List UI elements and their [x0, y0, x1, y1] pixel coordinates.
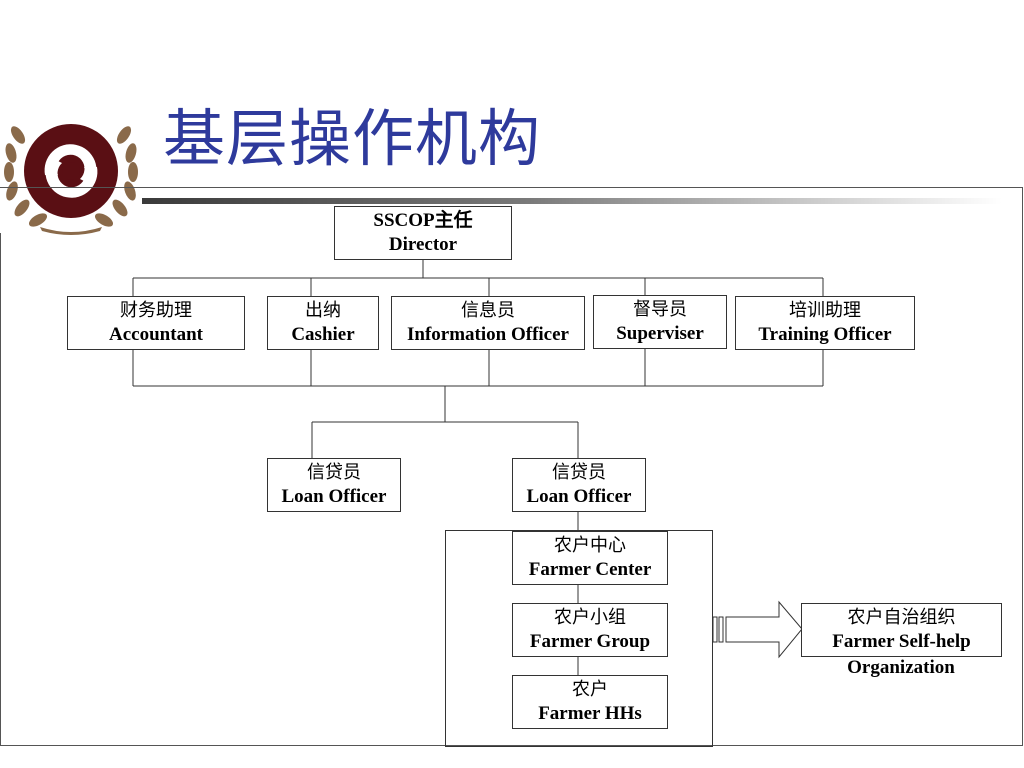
director-label-zh: SSCOP主任: [373, 210, 473, 231]
information-officer-box: 信息员 Information Officer: [391, 296, 585, 350]
farmer-center-label-en: Farmer Center: [528, 559, 652, 580]
farmer-hhs-label-zh: 农户: [572, 679, 608, 700]
loan-officer-box: 信贷员 Loan Officer: [512, 458, 646, 512]
self-help-label-en-line1: Farmer Self-help: [832, 631, 971, 652]
accountant-label-en: Accountant: [109, 324, 203, 345]
accountant-label-zh: 财务助理: [120, 300, 192, 321]
title-underline: [142, 198, 1002, 204]
superviser-label-zh: 督导员: [633, 299, 687, 320]
farmer-group-container: [445, 530, 713, 747]
self-help-organization-box: 农户自治组织 Farmer Self-help: [801, 603, 1002, 657]
self-help-label-en-line2: Organization: [847, 657, 955, 678]
organization-logo: [0, 105, 142, 235]
superviser-label-en: Superviser: [616, 323, 704, 344]
chart-frame-left-edge: [0, 233, 1, 746]
training-officer-label-en: Training Officer: [758, 324, 892, 345]
superviser-box: 督导员 Superviser: [593, 295, 727, 349]
farmer-group-label-en: Farmer Group: [529, 631, 651, 652]
cashier-label-en: Cashier: [291, 324, 355, 345]
director-label-en: Director: [388, 234, 458, 255]
training-officer-box: 培训助理 Training Officer: [735, 296, 915, 350]
information-officer-label-zh: 信息员: [461, 300, 515, 321]
cashier-label-zh: 出纳: [305, 300, 341, 321]
chart-frame: [0, 187, 1023, 746]
self-help-label-zh: 农户自治组织: [847, 607, 956, 628]
accountant-box: 财务助理 Accountant: [67, 296, 245, 350]
loan-officer-label-en: Loan Officer: [526, 486, 632, 507]
director-box: SSCOP主任 Director: [334, 206, 512, 260]
page-title: 基层操作机构: [163, 102, 542, 175]
cashier-box: 出纳 Cashier: [267, 296, 379, 350]
farmer-center-box: 农户中心 Farmer Center: [512, 531, 668, 585]
loan-officer-box: 信贷员 Loan Officer: [267, 458, 401, 512]
farmer-hhs-label-en: Farmer HHs: [538, 703, 642, 724]
laurel-wreath-icon: [4, 126, 138, 235]
farmer-group-box: 农户小组 Farmer Group: [512, 603, 668, 657]
information-officer-label-en: Information Officer: [407, 324, 569, 345]
farmer-hhs-box: 农户 Farmer HHs: [512, 675, 668, 729]
emblem-icon: [4, 124, 138, 235]
right-arrow-icon: [712, 600, 803, 659]
loan-officer-label-zh: 信贷员: [552, 462, 606, 483]
farmer-center-label-zh: 农户中心: [554, 535, 626, 556]
loan-officer-label-en: Loan Officer: [281, 486, 387, 507]
farmer-group-label-zh: 农户小组: [554, 607, 626, 628]
loan-officer-label-zh: 信贷员: [307, 462, 361, 483]
training-officer-label-zh: 培训助理: [789, 300, 861, 321]
